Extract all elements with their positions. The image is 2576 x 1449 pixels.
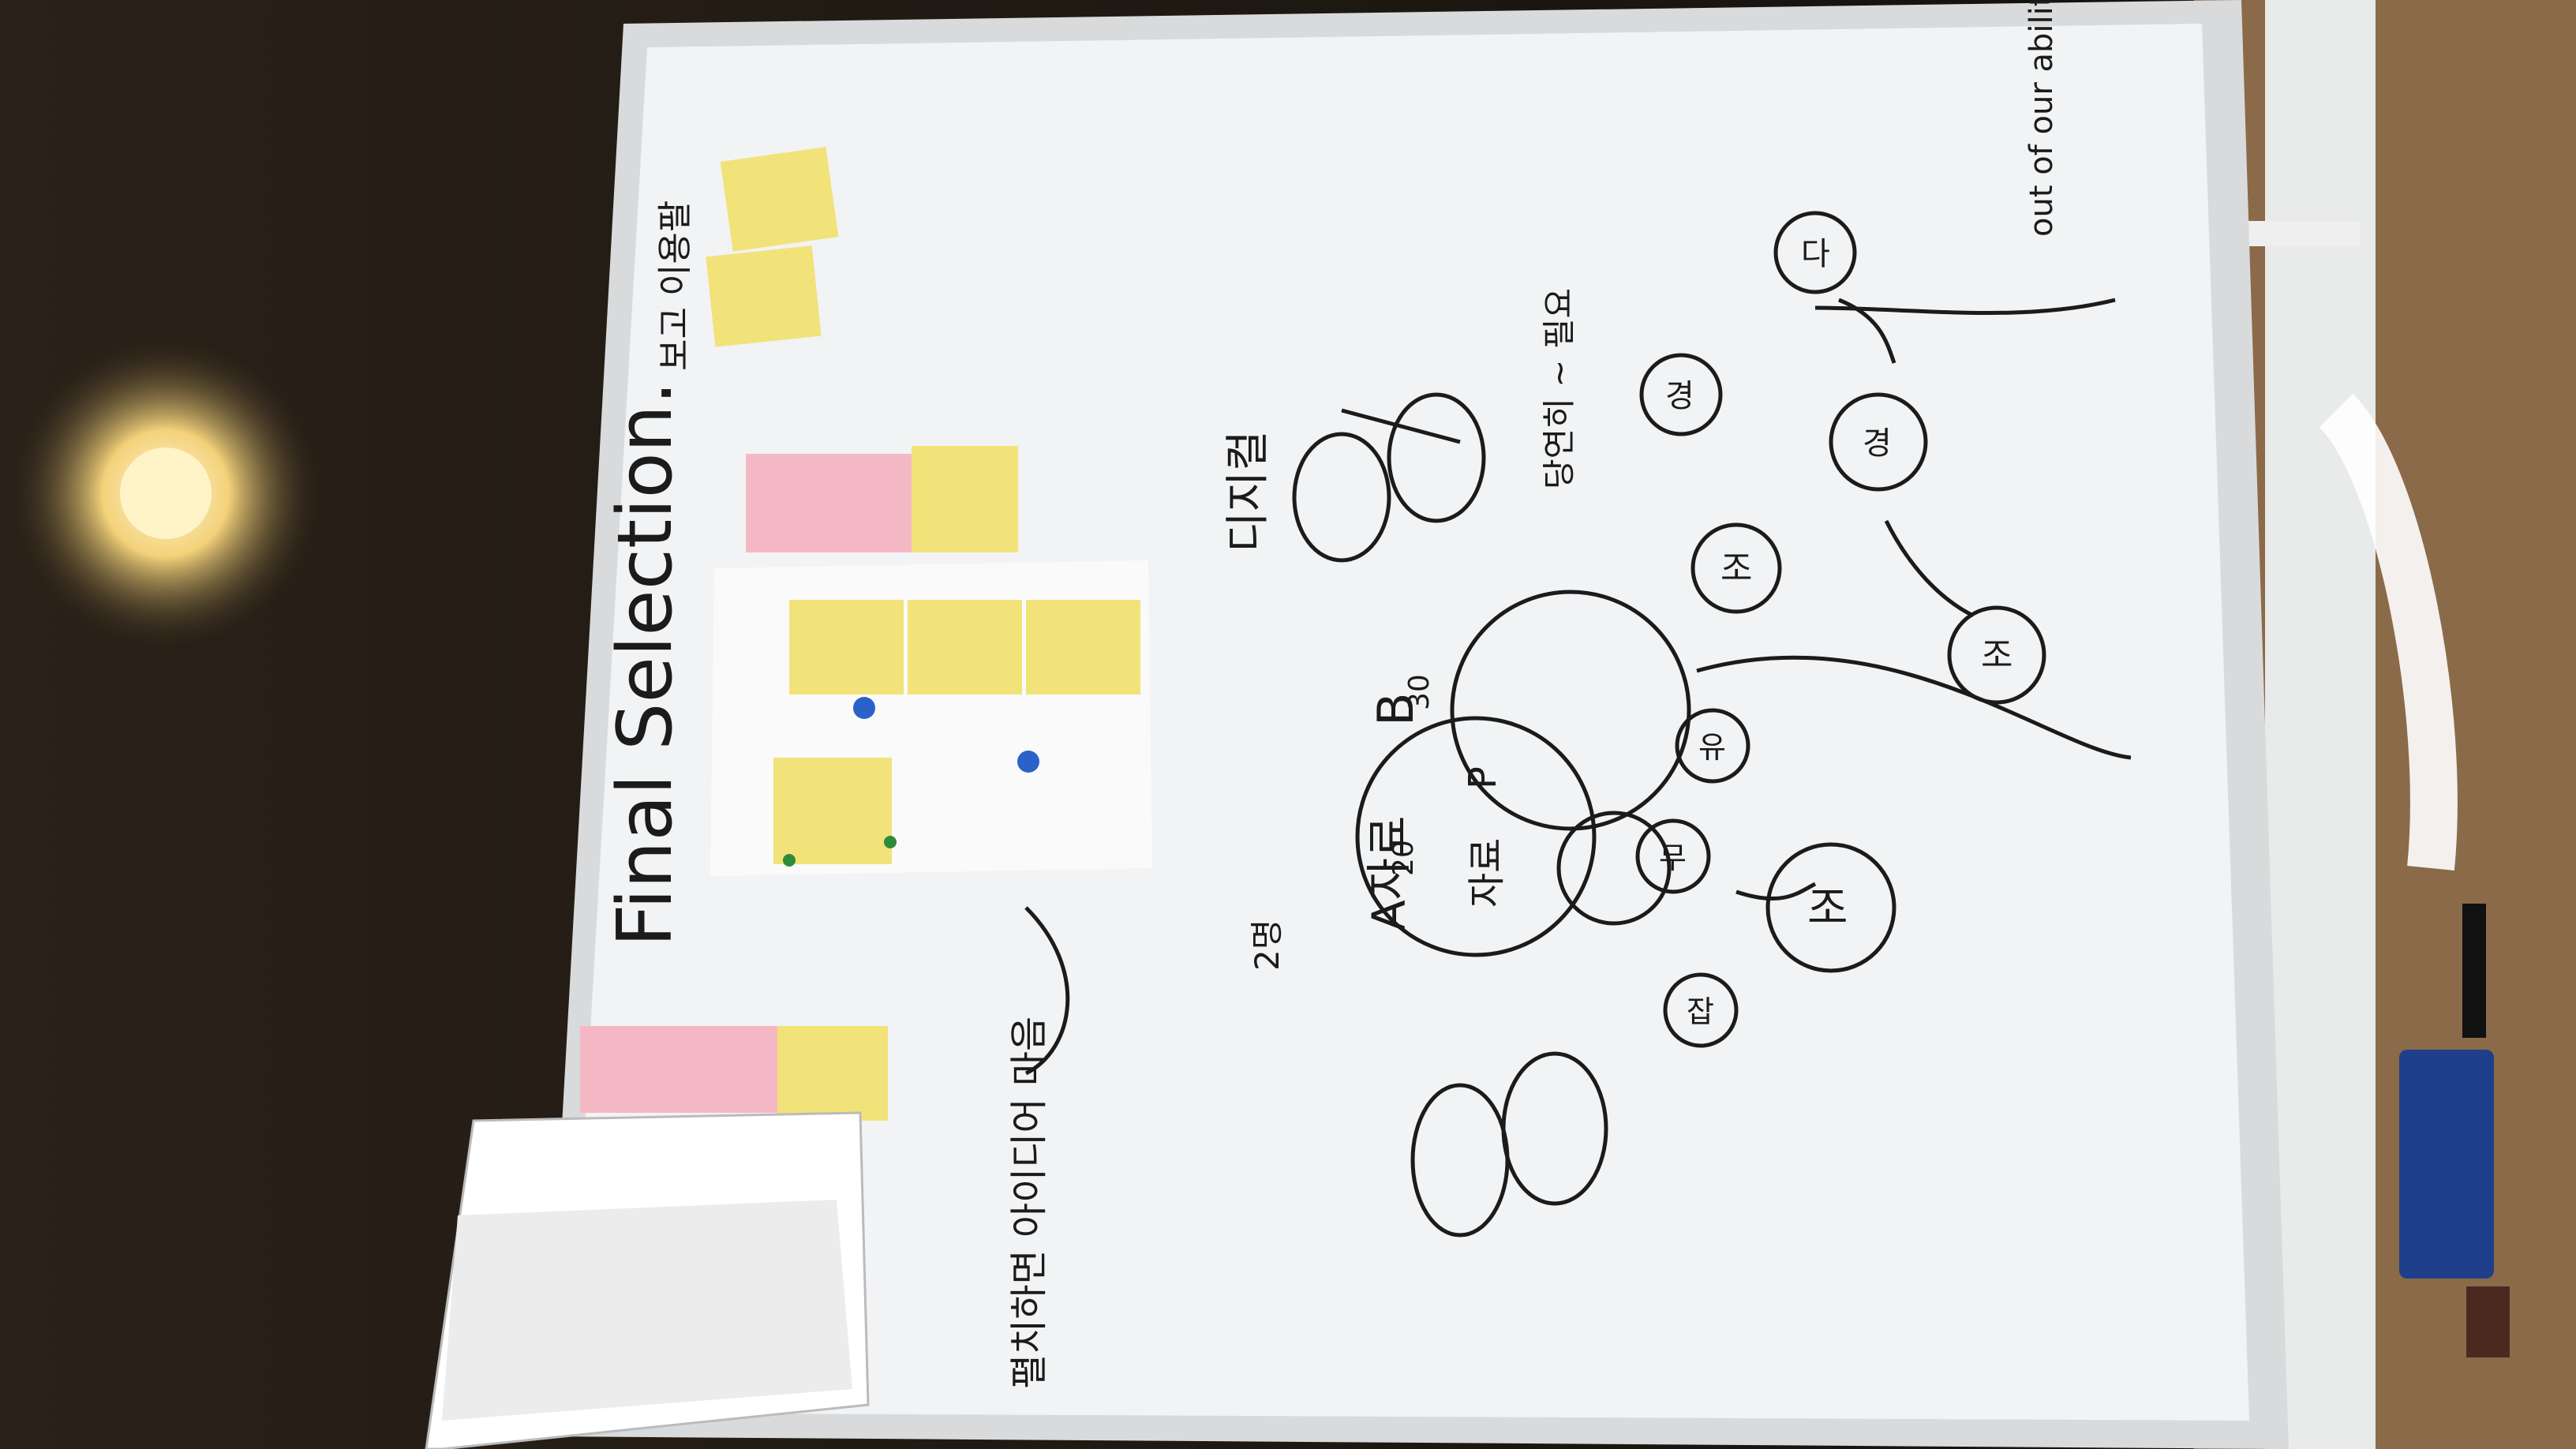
label-danger: 당연히 ~ 필요 [1540, 288, 1578, 489]
sticky-note-top-1 [720, 147, 839, 252]
label-30: 30 [1403, 674, 1436, 710]
circle-jo-1 [1690, 522, 1782, 614]
circle-mid [1556, 811, 1672, 926]
bubble-jo-2: 조 [1981, 635, 2012, 676]
circle-bottom-right [1501, 1051, 1608, 1206]
idea-caption: 펼치하면 아이디어 마음 [1007, 1017, 1051, 1389]
arrow-line-1 [1884, 519, 1975, 618]
label-p: P [1461, 766, 1505, 789]
sticky-pink-1 [746, 454, 833, 552]
lamp-bulb [120, 447, 212, 539]
green-dot-1 [783, 854, 796, 867]
sticky-yellow-1 [912, 446, 1018, 552]
label-b: B [1367, 692, 1425, 726]
board-title: Final Selection. [602, 381, 689, 947]
arrow-line-3 [1735, 882, 1817, 900]
green-dot-2 [884, 836, 897, 848]
circle-gyeong2 [1829, 392, 1928, 492]
sticky-pink-bottom [580, 1026, 781, 1113]
circle-jo-3 [1765, 842, 1896, 973]
circle-right-top [1387, 392, 1486, 523]
blue-dot-1 [853, 697, 875, 719]
circle-gyeong [1639, 353, 1723, 436]
label-2ppl: 2명 [1248, 919, 1286, 971]
arrow-curve-left [1024, 906, 1070, 1076]
bubble-da: 다 [1801, 236, 1830, 272]
note-top-label: 보고 이용팔 [655, 200, 695, 371]
label-out-of-ability: out of our ability [2024, 0, 2060, 237]
bubble-gyeong2: 경 [1863, 425, 1892, 462]
circle-big-b [1450, 590, 1691, 831]
bubble-mu: 무 [1659, 841, 1687, 875]
label-20: 20 [1387, 840, 1420, 876]
curve-line-right [1696, 655, 2132, 760]
circle-jang [1663, 972, 1739, 1048]
circle-big-a [1355, 716, 1597, 957]
circle-yu [1675, 708, 1750, 784]
paper-stack-shade [442, 1200, 852, 1421]
wireframe-sticky-1 [789, 600, 904, 695]
label-jaeryo: 자료 [1465, 838, 1509, 908]
label-a: A자료 [1362, 816, 1416, 931]
mindmap-group [1292, 211, 2132, 1237]
connector-1 [1341, 408, 1461, 444]
wireframe-sticky-4 [773, 758, 892, 864]
wireframe-sticky-2 [908, 600, 1022, 695]
bubble-yu: 유 [1698, 730, 1726, 765]
circle-jo-2 [1947, 605, 2046, 705]
sticky-note-top-2 [706, 245, 822, 347]
circle-mu [1635, 818, 1711, 894]
wireframe-sticky-3 [1026, 600, 1140, 695]
circle-left-top [1292, 432, 1391, 563]
circle-da [1773, 211, 1857, 294]
bubble-jang: 잡 [1687, 994, 1714, 1029]
tray-item [2466, 1286, 2510, 1357]
board-surface [568, 24, 2249, 1421]
label-dijikeol: 디지컬 [1222, 430, 1274, 552]
bubble-gyeong: 경 [1665, 378, 1694, 414]
bubble-jo-3: 조 [1807, 883, 1848, 934]
arrow-line-2 [1838, 298, 1896, 364]
sticky-yellow-bottom [777, 1026, 888, 1121]
bubble-jo-1: 조 [1720, 549, 1752, 589]
tissue [2318, 393, 2458, 871]
blue-dot-2 [1017, 751, 1039, 773]
sticky-pink-2 [833, 454, 919, 552]
marker [2462, 904, 2486, 1038]
eraser [2399, 1050, 2494, 1279]
